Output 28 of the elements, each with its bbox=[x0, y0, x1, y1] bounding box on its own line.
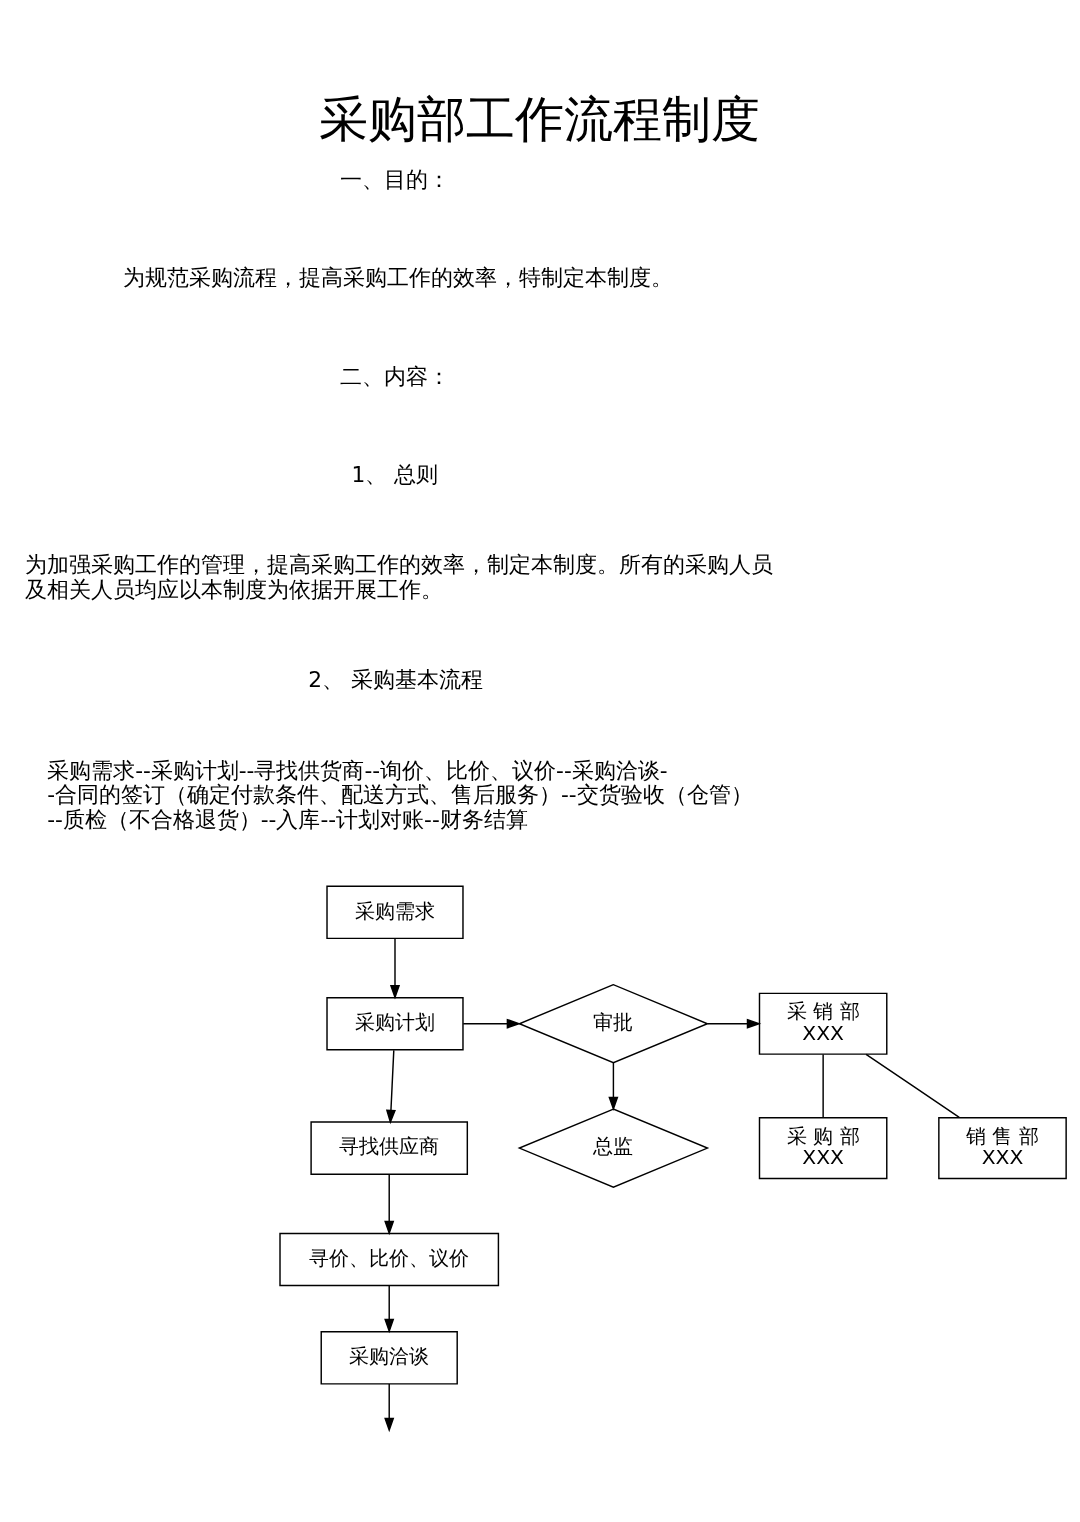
node-box: 采 购 部 XXX bbox=[758, 1117, 888, 1180]
connector bbox=[865, 1053, 960, 1119]
node-diamond: 审批 bbox=[517, 983, 710, 1064]
node-box: 采购需求 bbox=[326, 885, 464, 940]
label: 2、 采购基本流程 bbox=[308, 667, 483, 693]
arrow bbox=[384, 1383, 395, 1433]
node-box: 采购计划 bbox=[326, 996, 464, 1051]
diagram-title: 采购部工作流程制度 bbox=[319, 89, 761, 148]
arrow bbox=[384, 1285, 395, 1334]
arrow bbox=[706, 1018, 762, 1029]
arrow bbox=[384, 1173, 395, 1236]
label: 一、目的： bbox=[340, 166, 451, 192]
arrow bbox=[462, 1018, 522, 1029]
node-diamond: 总监 bbox=[517, 1108, 710, 1188]
connector bbox=[822, 1053, 824, 1119]
node-box: 寻找供应商 bbox=[310, 1121, 469, 1175]
label: 为规范采购流程，提高采购工作的效率，特制定本制度。 bbox=[123, 265, 674, 291]
node-box: 采 销 部 XXX bbox=[758, 992, 888, 1055]
label: 为加强采购工作的管理，提高采购工作的效率，制定本制度。所有的采购人员及相关人员均应以本制度为依据开展工作。 bbox=[25, 552, 774, 603]
node-box: 销 售 部 XXX bbox=[938, 1117, 1067, 1180]
arrow bbox=[385, 1049, 397, 1125]
arrow bbox=[389, 937, 401, 1000]
node-box: 采购洽谈 bbox=[320, 1331, 458, 1385]
label: 采购需求--采购计划--寻找供货商--询价、比价、议价--采购洽谈--合同的签订（确定付款条件、配送方式、售后服务）--交货验收（仓管）--质检（不合格退货）--入库--计划对账--财务结算 bbox=[47, 757, 753, 833]
node-box: 寻价、比价、议价 bbox=[279, 1232, 500, 1287]
label: 二、内容： bbox=[340, 363, 451, 389]
label: 1、 总则 bbox=[351, 462, 439, 488]
arrow bbox=[608, 1062, 619, 1112]
